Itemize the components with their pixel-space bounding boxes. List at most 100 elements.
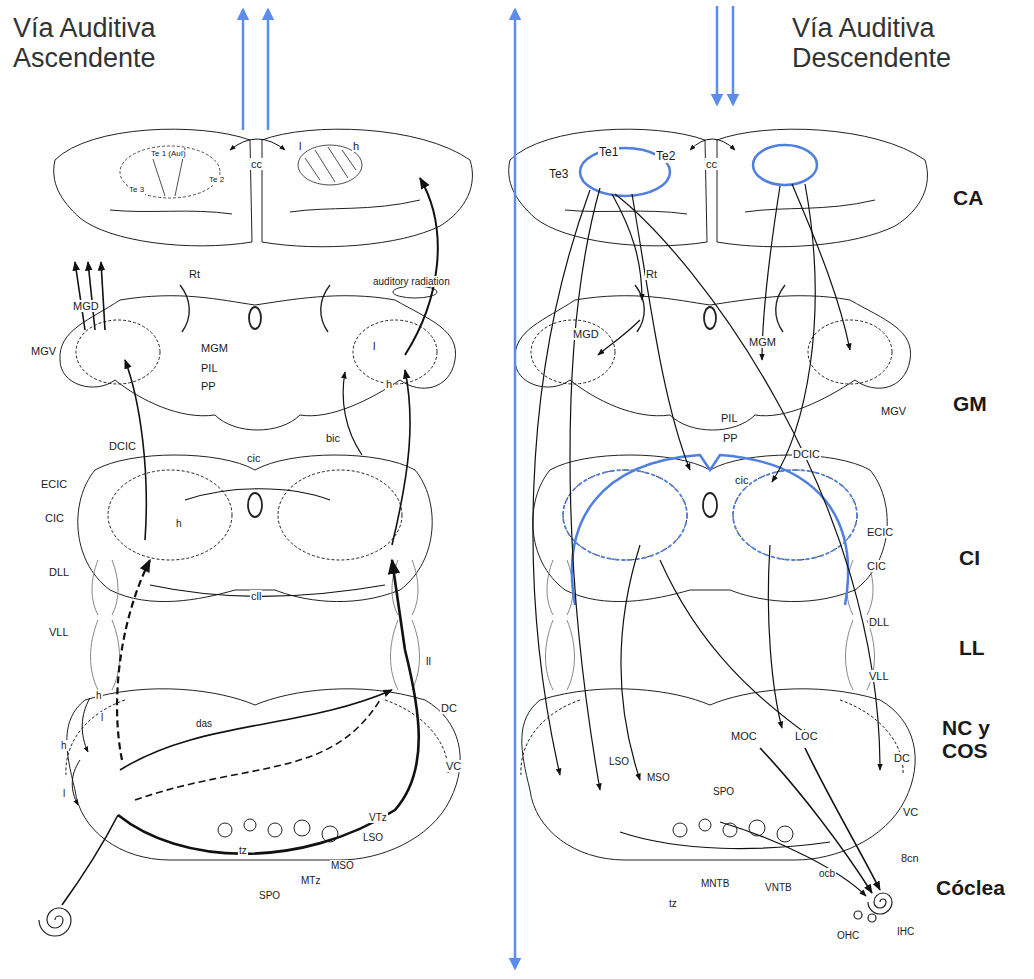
structure-label: PIL [720, 412, 739, 424]
level-label: CI [958, 546, 981, 569]
structure-label: l [62, 788, 66, 799]
descending-fibre [768, 545, 782, 728]
structure-label: ECIC [40, 478, 68, 490]
structure-label: MSO [646, 772, 671, 783]
descending-fibre [792, 184, 850, 350]
structure-label: MGV [880, 405, 907, 417]
structure-label: bic [325, 432, 341, 444]
structure-label: DC [893, 752, 911, 764]
structure-label: MSO [330, 860, 355, 871]
ascending-fibre [343, 372, 362, 455]
ascending-fibre [62, 815, 118, 905]
structure-label: CIC [866, 560, 887, 572]
descending-fibre [805, 748, 880, 890]
structure-label: h [60, 740, 68, 751]
structure-label: PIL [200, 362, 219, 374]
structure-label: VTz [368, 812, 388, 823]
auditory-area [120, 145, 362, 198]
descending-fibre [533, 190, 590, 775]
cochlea-symbol [39, 893, 892, 936]
direction-arrow [243, 6, 733, 968]
ascending-fibre [392, 370, 410, 545]
descending-fibre [720, 822, 866, 896]
descending-fibre [570, 188, 600, 790]
ascending-fibre [150, 585, 385, 596]
descending-fibre [598, 320, 640, 355]
structure-label: tz [238, 845, 248, 856]
ascending-fibre [120, 690, 392, 770]
structure-label: tz [668, 898, 678, 909]
structure-label: l [372, 340, 376, 352]
structure-label: OHC [836, 930, 860, 941]
direction-arrow [716, 6, 719, 104]
ascending-fibre [101, 262, 105, 330]
structure-label: MGD [572, 328, 600, 340]
structure-label: ocb [818, 868, 836, 879]
anatomy-outline [54, 129, 473, 860]
descending-fibre [621, 545, 640, 780]
structure-label: Te 3 [128, 186, 145, 195]
ascending-fibre [405, 178, 438, 355]
pathway-heading: Vía Auditiva Descendente [791, 14, 1028, 73]
descending-fibre [620, 832, 830, 849]
structure-label: MTz [300, 875, 321, 886]
descending-fibre [753, 145, 817, 185]
ascending-fibre [230, 139, 285, 150]
structure-label: MGM [748, 336, 777, 348]
auditory-area [305, 147, 356, 182]
structure-label: cic [246, 452, 261, 464]
structure-label: SPO [712, 786, 735, 797]
descending-fibre [762, 186, 780, 360]
level-label: Cóclea [935, 876, 1006, 899]
structure-label: DLL [48, 566, 70, 578]
level-label: CA [952, 186, 984, 209]
direction-arrow [732, 6, 735, 104]
structure-label: h [385, 378, 393, 390]
structure-label: PP [722, 432, 739, 444]
structure-label: MGM [200, 342, 229, 354]
structure-label: IHC [896, 926, 915, 937]
structure-label: LOC [794, 730, 819, 742]
structure-label: DCIC [108, 440, 137, 452]
level-label: LL [958, 636, 986, 659]
structure-label: Te 1 (AuI) [150, 150, 187, 159]
ascending-fibre [135, 700, 380, 800]
descending-fibre [563, 470, 687, 560]
ascending-fibre [185, 489, 330, 500]
level-label: GM [952, 392, 988, 415]
structure-label: cll [250, 590, 262, 602]
structure-label: h [352, 140, 360, 152]
structure-label: ll [425, 655, 432, 667]
anatomy-outline [54, 129, 928, 860]
structure-label: Rt [188, 268, 201, 280]
structure-label: LSO [608, 756, 630, 767]
structure-label: Rt [645, 268, 658, 280]
structure-label: VLL [868, 670, 890, 682]
structure-label: VNTB [764, 882, 793, 893]
structure-label: l [298, 140, 302, 152]
structure-label: PP [200, 380, 217, 392]
structure-label: 8cn [900, 852, 920, 864]
structure-label: CIC [44, 512, 65, 524]
structure-label: l [100, 712, 104, 723]
ascending-fibre [118, 560, 419, 854]
structure-label: Te2 [655, 150, 676, 163]
structure-label: DCIC [792, 448, 821, 460]
structure-label: VC [445, 760, 462, 772]
structure-label: cic [734, 474, 749, 486]
descending-fibre [660, 560, 808, 735]
direction-arrow [242, 10, 245, 130]
structure-label: das [195, 718, 213, 729]
ascending-fibre [72, 760, 80, 805]
cochlea-symbol [868, 914, 876, 922]
ascending-fibre [393, 286, 437, 298]
structure-label: VC [902, 806, 919, 818]
structure-label: ECIC [866, 526, 894, 538]
structure-label: DLL [868, 616, 890, 628]
direction-arrow [514, 10, 517, 968]
structure-label: LSO [362, 832, 384, 843]
descending-fibre [533, 139, 880, 896]
ascending-fibre [88, 262, 95, 330]
structure-label: MOC [730, 730, 758, 742]
